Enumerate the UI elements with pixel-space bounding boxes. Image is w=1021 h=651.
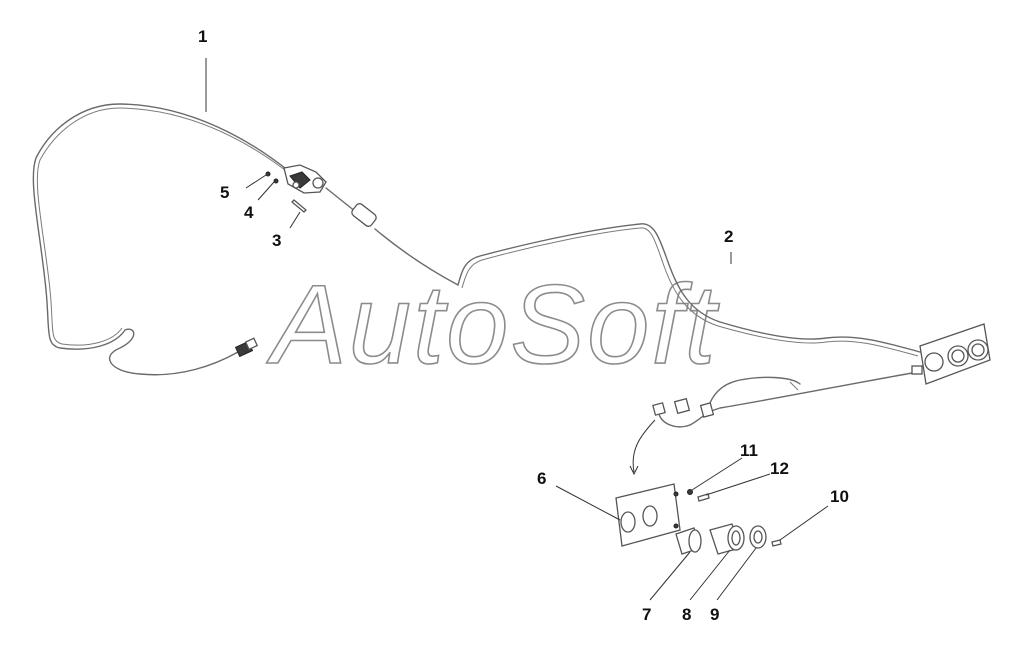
harness-1 xyxy=(32,103,459,376)
screw-10 xyxy=(771,539,782,547)
callout-8: 8 xyxy=(682,605,691,624)
callout-10: 10 xyxy=(830,487,849,506)
nut-5 xyxy=(265,171,271,177)
watermark-logo: AutoSoft xyxy=(266,262,720,387)
harness-1-switch-body xyxy=(283,164,327,194)
socket-panel-exploded xyxy=(615,483,681,547)
callout-4: 4 xyxy=(244,203,254,222)
leader-lines xyxy=(205,58,829,601)
socket-8 xyxy=(709,523,745,555)
callout-2: 2 xyxy=(724,227,733,246)
callout-7: 7 xyxy=(642,605,651,624)
fastener-3 xyxy=(291,199,307,213)
callout-3: 3 xyxy=(272,231,281,250)
socket-7 xyxy=(675,527,702,555)
harness-2 xyxy=(457,223,921,428)
nut-11 xyxy=(687,489,693,495)
harness-2-branch-connectors xyxy=(652,397,715,428)
harness-1-end-connector xyxy=(234,337,259,358)
callout-6: 6 xyxy=(537,469,546,488)
callout-9: 9 xyxy=(710,605,719,624)
harness-1-inline-connector xyxy=(351,203,377,227)
callout-12: 12 xyxy=(770,459,789,478)
washer-4 xyxy=(273,178,279,184)
explode-arrow xyxy=(632,419,656,473)
washer-9 xyxy=(749,525,767,549)
socket-panel-assembled xyxy=(911,323,991,385)
callout-5: 5 xyxy=(220,183,229,202)
screw-12 xyxy=(697,493,710,502)
callout-11: 11 xyxy=(740,441,758,460)
callout-1: 1 xyxy=(198,27,207,46)
